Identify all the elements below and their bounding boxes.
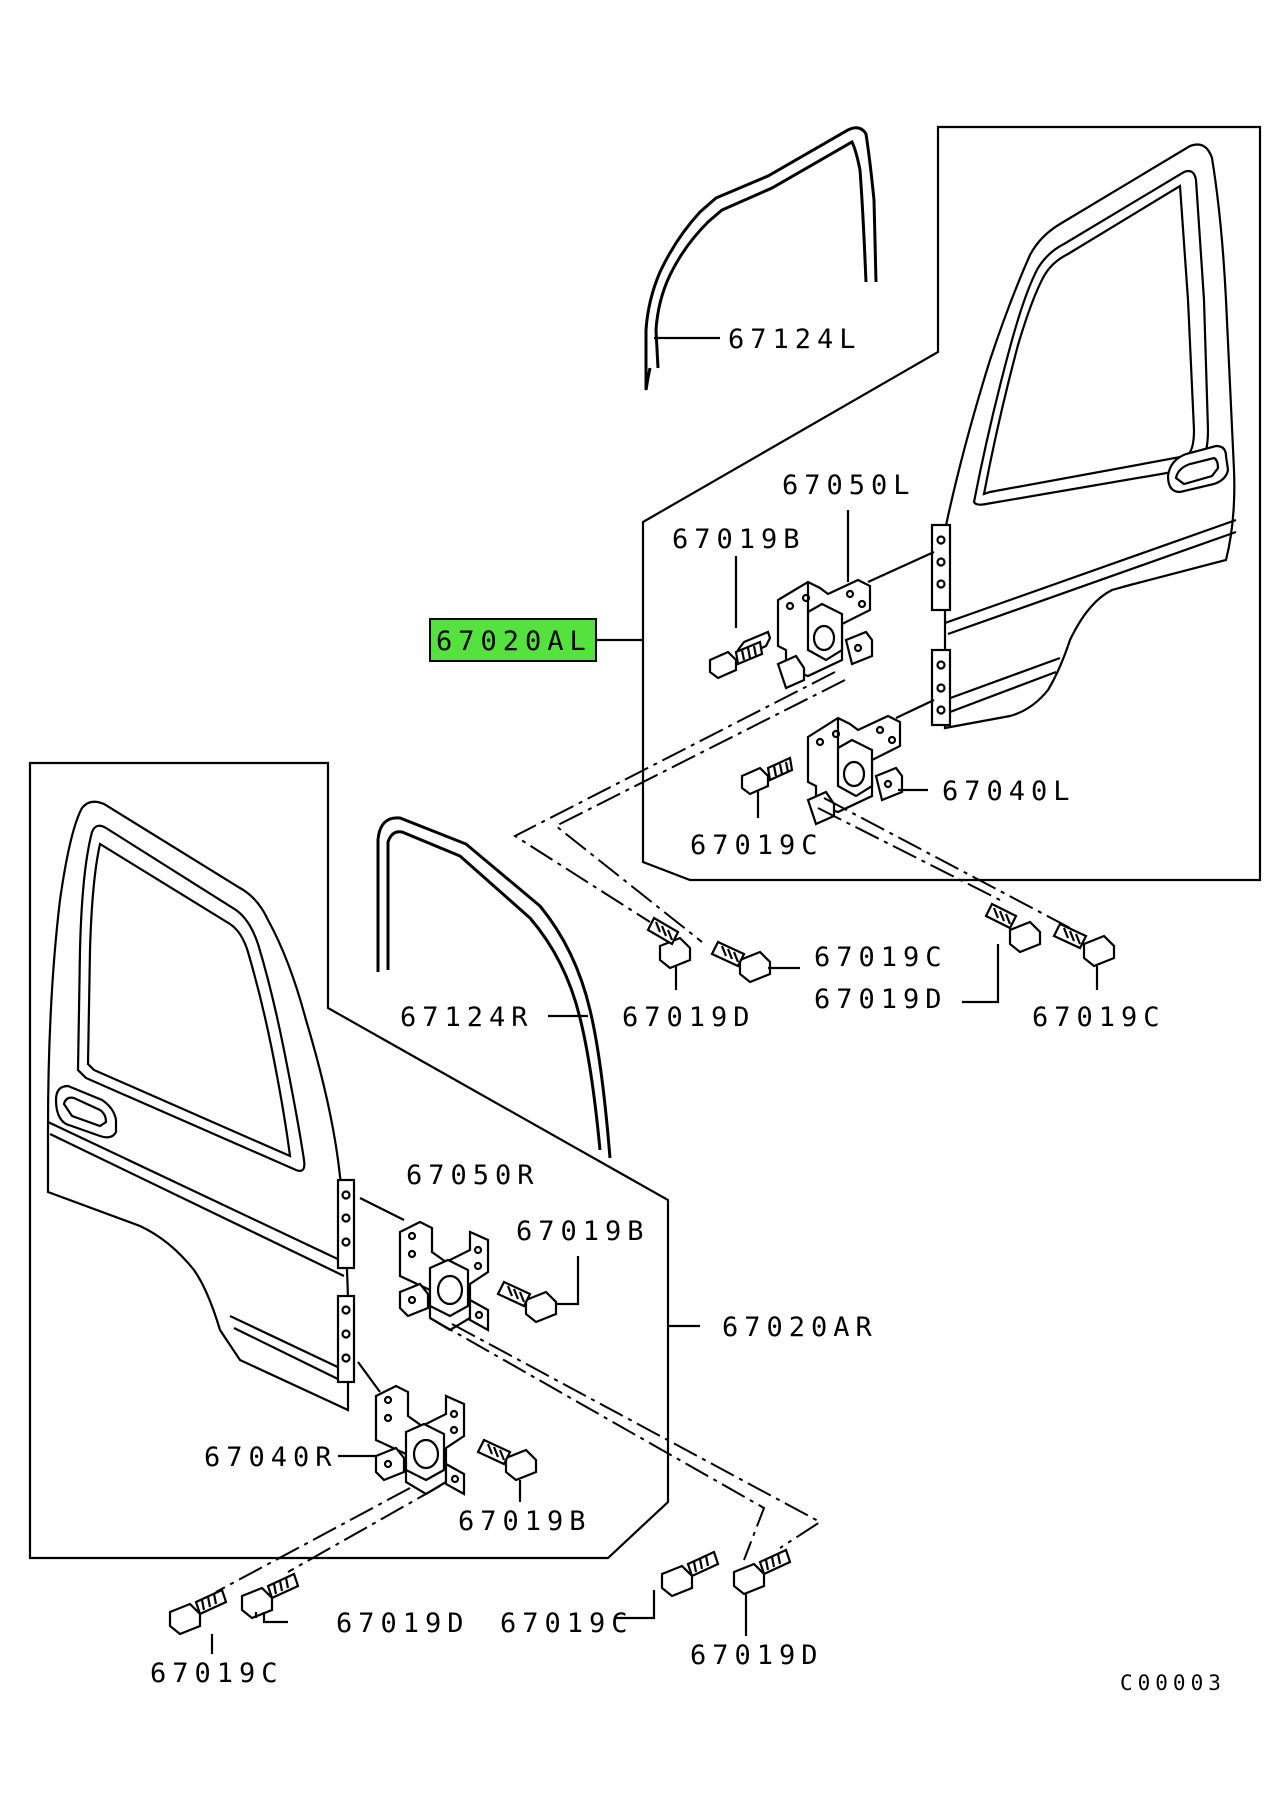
bolt-d-left-b[interactable] xyxy=(984,902,1042,954)
left-door-shell[interactable] xyxy=(930,143,1237,730)
label-bolt-b-l[interactable]: 67019B xyxy=(672,524,806,555)
lower-hinge-r-part[interactable] xyxy=(374,1384,466,1496)
label-bolt-c-r-a[interactable]: 67019C xyxy=(150,1658,284,1689)
bolt-d-right-a[interactable] xyxy=(240,1572,300,1620)
label-weatherstrip-r[interactable]: 67124R xyxy=(400,1002,534,1033)
label-bolt-d-r-a[interactable]: 67019D xyxy=(336,1608,470,1639)
label-upper-hinge-r[interactable]: 67050R xyxy=(406,1160,540,1191)
bolt-d-left-a[interactable] xyxy=(646,916,692,970)
upper-hinge-r-part[interactable] xyxy=(398,1220,490,1332)
label-bolt-b-r-upper[interactable]: 67019B xyxy=(516,1216,650,1247)
label-bolt-c-l-hinge[interactable]: 67019C xyxy=(690,830,824,861)
bolt-c-right-b[interactable] xyxy=(660,1550,720,1598)
label-bolt-d-l-b[interactable]: 67019D xyxy=(814,984,948,1015)
weatherstrip-r-part[interactable] xyxy=(376,816,612,1159)
bolt-c-right-a[interactable] xyxy=(168,1588,228,1636)
left-door-frame xyxy=(641,125,1262,882)
bolt-b-left[interactable] xyxy=(708,630,772,680)
left-door-group xyxy=(512,125,1262,984)
bolt-c-left-hinge[interactable] xyxy=(740,756,794,796)
label-lower-hinge-l[interactable]: 67040L xyxy=(942,776,1076,807)
leader-lines xyxy=(210,336,1099,1654)
lower-hinge-l-part[interactable] xyxy=(806,714,904,826)
bolt-c-left-a[interactable] xyxy=(710,940,772,984)
label-weatherstrip-l[interactable]: 67124L xyxy=(728,324,862,355)
bolt-c-left-b[interactable] xyxy=(1052,922,1116,968)
weatherstrip-l-part[interactable] xyxy=(644,126,878,391)
diagram-code: C00003 xyxy=(1120,1671,1226,1695)
highlight-box xyxy=(429,618,597,662)
upper-hinge-l-part[interactable] xyxy=(776,578,874,690)
label-upper-hinge-l[interactable]: 67050L xyxy=(782,470,916,501)
label-door-assy-l[interactable]: 67020AL xyxy=(436,626,592,657)
right-door-frame xyxy=(28,761,670,1560)
label-lower-hinge-r[interactable]: 67040R xyxy=(204,1442,338,1473)
bolt-d-right-b[interactable] xyxy=(732,1548,792,1596)
labels: 67124L 67050L 67019B 67020AL 67040L 6701… xyxy=(150,324,1226,1695)
label-bolt-d-l-a[interactable]: 67019D xyxy=(622,1002,756,1033)
label-bolt-c-l-b[interactable]: 67019C xyxy=(1032,1002,1166,1033)
bolt-b-right-upper[interactable] xyxy=(496,1280,558,1324)
right-door-group xyxy=(28,761,822,1636)
label-bolt-c-l-a[interactable]: 67019C xyxy=(814,942,948,973)
bolt-b-right-lower[interactable] xyxy=(476,1438,538,1482)
label-bolt-d-r-b[interactable]: 67019D xyxy=(690,1640,824,1671)
label-bolt-b-r-lower[interactable]: 67019B xyxy=(458,1506,592,1537)
label-door-assy-r[interactable]: 67020AR xyxy=(722,1312,878,1343)
label-bolt-c-r-b[interactable]: 67019C xyxy=(500,1608,634,1639)
right-door-shell[interactable] xyxy=(46,800,356,1412)
